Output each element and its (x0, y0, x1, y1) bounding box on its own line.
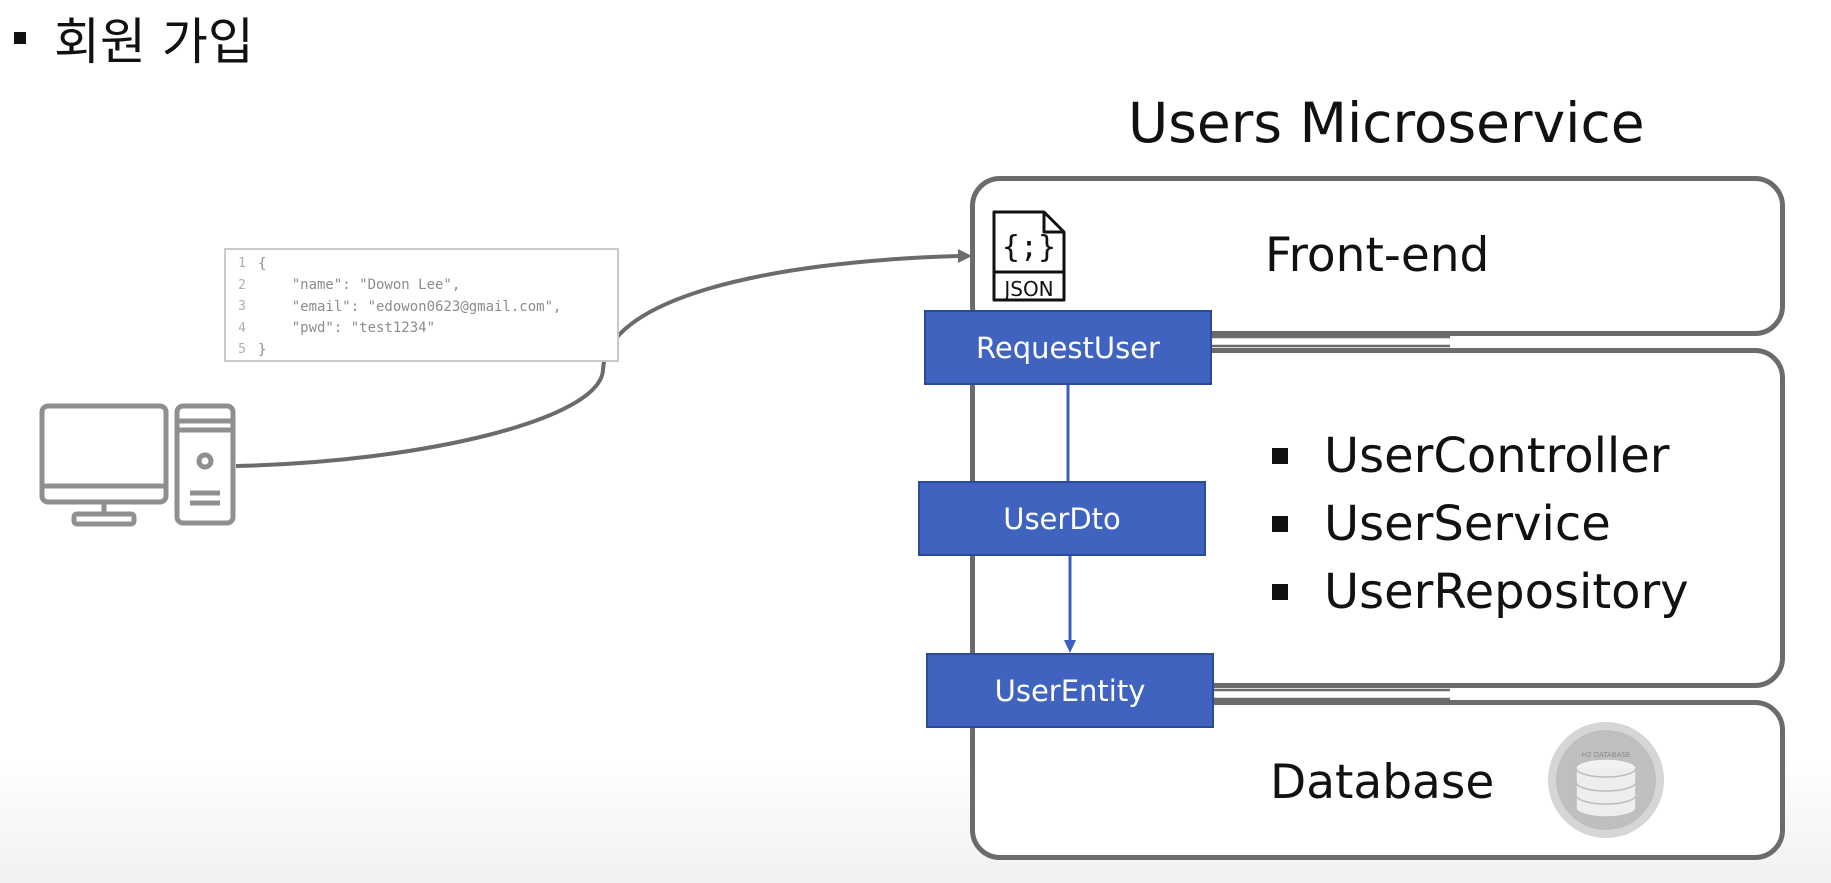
line-number: 3 (238, 299, 246, 315)
code-line: 2 "name": "Dowon Lee", (226, 275, 617, 297)
line-number: 5 (238, 342, 246, 358)
request-arrowhead (958, 249, 972, 263)
slide-title: 회원 가입 (10, 8, 254, 71)
layer-label: UserRepository (1324, 564, 1689, 620)
database-label: Database (1270, 755, 1495, 810)
entity-arrowhead (1064, 640, 1076, 653)
list-item-user-service: UserService (1272, 490, 1689, 558)
line-number: 1 (238, 256, 246, 272)
json-icon-label: JSON (1002, 277, 1053, 301)
json-file-icon (992, 210, 1066, 302)
code-text: } (258, 341, 267, 358)
user-dto-box: UserDto (918, 481, 1206, 556)
json-icon-braces: {;} (1002, 230, 1056, 265)
code-line: 4 "pwd": "test1234" (226, 318, 617, 340)
list-bullet (1272, 584, 1288, 600)
line-number: 2 (238, 277, 246, 293)
model-panel-connectors (1212, 335, 1450, 701)
database-icon-caption: H2 DATABASE (1582, 751, 1630, 759)
code-text: { (258, 255, 267, 272)
list-item-user-repository: UserRepository (1272, 558, 1689, 626)
layer-label: UserService (1324, 496, 1611, 552)
code-text: "email": "edowon0623@gmail.com", (258, 298, 562, 315)
request-user-box: RequestUser (924, 310, 1212, 385)
code-line: 5 } (226, 339, 617, 361)
line-number: 4 (238, 320, 246, 336)
service-layer-list: UserController UserService UserRepositor… (1272, 422, 1689, 626)
list-bullet (1272, 448, 1288, 464)
request-json-code: 1 { 2 "name": "Dowon Lee", 3 "email": "e… (224, 248, 619, 362)
microservice-title: Users Microservice (1128, 91, 1645, 155)
frontend-panel (970, 176, 1785, 336)
list-item-user-controller: UserController (1272, 422, 1689, 490)
code-line: 1 { (226, 253, 617, 275)
list-bullet (1272, 516, 1288, 532)
frontend-label: Front-end (1265, 228, 1490, 283)
code-text: "name": "Dowon Lee", (258, 277, 461, 294)
user-entity-box: UserEntity (926, 653, 1214, 728)
database-icon (1548, 722, 1664, 838)
slide-title-text: 회원 가입 (54, 13, 254, 71)
code-text: "pwd": "test1234" (258, 320, 436, 337)
title-bullet (14, 32, 26, 44)
layer-label: UserController (1324, 428, 1670, 484)
code-line: 3 "email": "edowon0623@gmail.com", (226, 296, 617, 318)
request-arrow (235, 254, 959, 468)
computer-icon (39, 403, 236, 527)
